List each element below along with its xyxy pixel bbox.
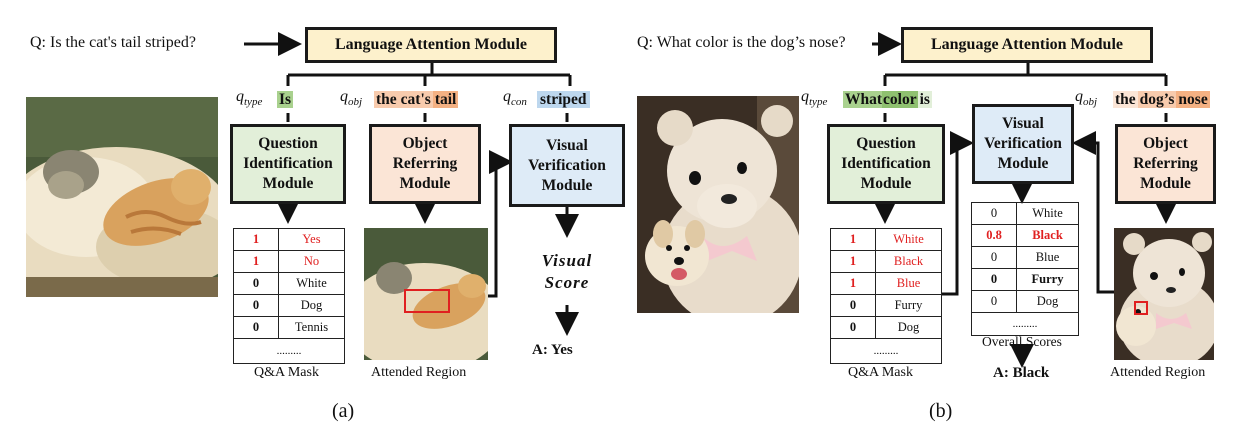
mask-more-cell: ......... (830, 338, 942, 364)
language-attention-module-a: Language Attention Module (305, 27, 557, 63)
score-value-cell: 0 (971, 290, 1017, 313)
mask-answer-cell: Dog (278, 294, 345, 317)
mask-score-cell: 0 (233, 272, 279, 295)
mask-answer-cell: Blue (875, 272, 942, 295)
question-text-b: Q: What color is the dog’s nose? (637, 34, 846, 51)
attended-region-caption-b: Attended Region (1110, 365, 1206, 380)
mask-score-cell: 1 (830, 272, 876, 295)
mask-score-cell: 0 (830, 316, 876, 339)
mask-score-cell: 0 (233, 294, 279, 317)
score-more-row: ......... (971, 312, 1079, 336)
mask-answer-cell: Black (875, 250, 942, 273)
q-type-tokens-a: Is (277, 91, 294, 108)
attended-region-image-b (1114, 228, 1214, 360)
q-obj-symbol-a: qobj (340, 88, 363, 109)
attended-region-image-a (364, 228, 488, 360)
mask-to-vvm-arrow (942, 131, 974, 296)
q-con-tokens-a: striped (537, 88, 590, 112)
cat-image (26, 97, 218, 297)
answer-b: A: Black (993, 365, 1050, 381)
mask-answer-cell: Yes (278, 228, 345, 251)
mask-score-cell: 1 (830, 228, 876, 251)
object-referring-module-a: Object Referring Module (369, 124, 481, 204)
mask-answer-cell: White (278, 272, 345, 295)
score-answer-cell: Dog (1016, 290, 1079, 313)
mask-score-cell: 1 (233, 228, 279, 251)
score-more-cell: ......... (971, 312, 1079, 336)
object-referring-module-b: Object Referring Module (1115, 124, 1216, 204)
score-answer-cell: Black (1016, 224, 1079, 247)
mask-score-cell: 0 (233, 316, 279, 339)
score-value-cell: 0.8 (971, 224, 1017, 247)
mask-answer-cell: Tennis (278, 316, 345, 339)
attention-box-b (1134, 301, 1148, 315)
mask-more-row: ......... (233, 338, 345, 364)
mask-score-cell: 1 (233, 250, 279, 273)
qa-mask-caption-b: Q&A Mask (848, 365, 913, 380)
mask-more-row: ......... (830, 338, 942, 364)
answer-a: A: Yes (532, 342, 573, 358)
score-value-cell: 0 (971, 246, 1017, 269)
question-text-a: Q: Is the cat's tail striped? (30, 34, 196, 51)
q-con-symbol-a: qcon (503, 88, 527, 109)
score-value-cell: 0 (971, 202, 1017, 225)
mask-score-cell: 1 (830, 250, 876, 273)
mask-answer-cell: No (278, 250, 345, 273)
overall-scores-caption: Overall Scores (982, 334, 1062, 349)
q-type-symbol-a: qtype (236, 88, 263, 109)
panel-label-a: (a) (332, 400, 355, 422)
region-to-vvm-arrow-b (1072, 131, 1118, 294)
mask-score-cell: 0 (830, 294, 876, 317)
language-attention-module-b: Language Attention Module (901, 27, 1153, 63)
mask-answer-cell: White (875, 228, 942, 251)
attention-box-a (404, 289, 450, 313)
mask-answer-cell: Dog (875, 316, 942, 339)
visual-score-label: Visual Score (541, 251, 593, 292)
panel-label-b: (b) (929, 400, 953, 422)
attended-region-caption-a: Attended Region (371, 365, 467, 380)
mask-answer-cell: Furry (875, 294, 942, 317)
score-answer-cell: Furry (1016, 268, 1079, 291)
mask-more-cell: ......... (233, 338, 345, 364)
score-value-cell: 0 (971, 268, 1017, 291)
visual-verification-module-a: Visual Verification Module (509, 124, 625, 207)
question-identification-module-a: Question Identification Module (230, 124, 346, 204)
score-answer-cell: White (1016, 202, 1079, 225)
dog-teddy-image (637, 96, 799, 313)
question-identification-module-b: Question Identification Module (827, 124, 945, 204)
score-answer-cell: Blue (1016, 246, 1079, 269)
q-obj-symbol-b: qobj (1075, 88, 1098, 109)
qa-mask-caption-a: Q&A Mask (254, 365, 319, 380)
visual-verification-module-b: Visual Verification Module (972, 104, 1074, 184)
q-type-symbol-b: qtype (801, 88, 828, 109)
